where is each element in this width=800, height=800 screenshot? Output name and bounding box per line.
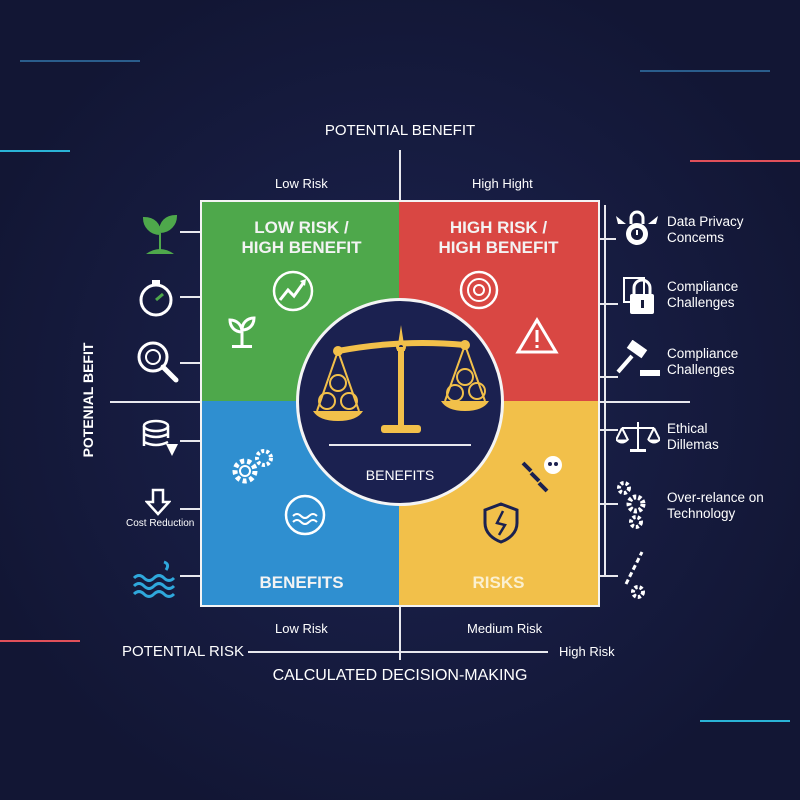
connector — [180, 575, 200, 577]
connector — [180, 296, 200, 298]
connector — [180, 231, 200, 233]
right-item-label: Compliance Challenges — [667, 346, 739, 377]
gears-icon — [232, 449, 273, 484]
quadrant-title: BENEFITS — [259, 573, 344, 592]
stopwatch-icon — [139, 280, 173, 317]
risk-axis-label: POTENTIAL RISK — [122, 643, 244, 660]
padlock-document-icon — [623, 277, 654, 314]
quadrant-risks: RISKS — [399, 401, 600, 607]
sprout-icon — [228, 316, 256, 348]
right-item-label: Over-relance on Technology — [667, 490, 764, 521]
bottom-left-label: Low Risk — [275, 621, 328, 636]
fingerprint-icon — [459, 270, 499, 310]
connector — [600, 303, 618, 305]
connector — [600, 376, 618, 378]
bottom-right-label: Medium Risk — [467, 621, 543, 636]
quadrant-title: LOW RISK / HIGH BENEFIT — [241, 218, 362, 257]
chain-skull-icon — [521, 456, 562, 493]
footer-title: CALCULATED DECISION-MAKING — [272, 667, 528, 684]
gavel-icon — [616, 340, 660, 376]
center-label: BENEFITS — [365, 467, 435, 483]
risk-axis-end-label: High Risk — [559, 644, 615, 659]
circuit-trace — [700, 720, 790, 722]
scales-icon — [616, 422, 660, 452]
quadrant-high-risk-high-benefit: HIGH RISK / HIGH BENEFIT — [399, 200, 600, 403]
risk-axis-line — [248, 651, 548, 653]
quadrant-title: RISKS — [472, 573, 525, 592]
balance-scale-icon — [313, 325, 489, 433]
center-badge: BENEFITS — [296, 298, 504, 506]
center-divider — [329, 444, 471, 446]
top-axis-title: POTENTIAL BENEFIT — [324, 122, 476, 139]
connector — [180, 508, 200, 510]
circuit-trace — [640, 70, 770, 72]
warning-icon — [515, 317, 559, 354]
right-item-label: Compliance Challenges — [667, 279, 739, 310]
growth-chart-icon — [272, 270, 314, 312]
winged-lock-icon — [616, 210, 658, 245]
right-item-label: Ethical Dillemas — [667, 421, 719, 452]
connector — [600, 238, 616, 240]
circuit-trace — [20, 60, 140, 62]
right-item-label: Data Privacy Concems — [667, 214, 744, 245]
connector — [600, 429, 618, 431]
top-right-label: High Hight — [472, 176, 533, 191]
water-wave-icon — [284, 494, 326, 536]
connector — [180, 440, 200, 442]
circuit-trace — [690, 160, 800, 162]
cost-reduction-label: Cost Reduction — [126, 518, 195, 529]
left-axis-label: POTENIAL BEFIT — [80, 342, 96, 458]
waves-icon — [132, 560, 176, 598]
broken-shield-icon — [483, 502, 519, 544]
chain-gear-icon — [624, 551, 645, 599]
circuit-trace — [0, 640, 80, 642]
connector — [600, 503, 618, 505]
arrow-down-icon — [145, 488, 171, 516]
coins-down-icon — [142, 419, 178, 456]
connector — [600, 575, 618, 577]
gears-icon — [617, 481, 646, 529]
sprout-icon — [142, 214, 178, 254]
top-left-label: Low Risk — [275, 176, 328, 191]
right-connector-rail — [604, 205, 606, 575]
circuit-trace — [0, 150, 70, 152]
brain-search-icon — [137, 341, 179, 383]
connector — [180, 362, 200, 364]
quadrant-title: HIGH RISK / HIGH BENEFIT — [438, 218, 559, 257]
